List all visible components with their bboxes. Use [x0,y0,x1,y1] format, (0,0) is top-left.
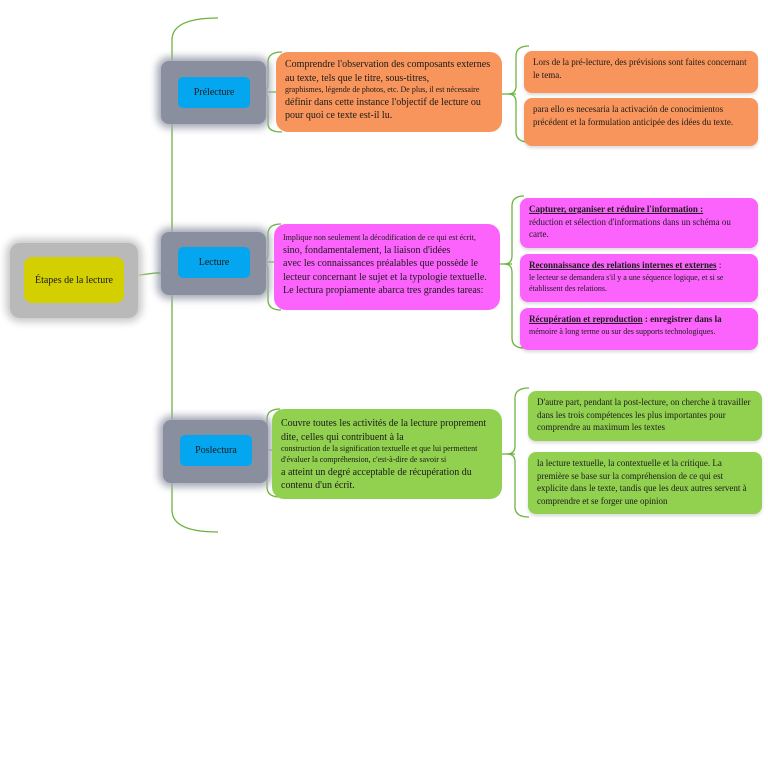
lecture-desc-line3: avec les connaissances préalables que po… [283,258,487,297]
prelecture-desc-line1: Comprendre l'observation des composants … [285,59,491,84]
stage-postlecture-label: Poslectura [195,445,237,456]
stage-prelecture-label: Prélecture [193,87,235,98]
lecture-desc-line1: Implique non seulement la décodification… [283,233,476,242]
stage-prelecture[interactable]: Prélecture [178,77,250,108]
prelecture-description[interactable]: Comprendre l'observation des composants … [276,52,502,132]
postlecture-desc-line1: Couvre toutes les activités de la lectur… [281,418,487,443]
stage-lecture-label: Lecture [198,257,230,268]
postlecture-detail-1-text: D'autre part, pendant la post-lecture, o… [537,397,751,433]
postlecture-detail-2-text: la lecture textuelle, la contextuelle et… [537,458,747,506]
prelecture-desc-line2: graphismes, légende de photos, etc. De p… [285,85,480,94]
postlecture-description[interactable]: Couvre toutes les activités de la lectur… [272,409,502,499]
lecture-detail-2-title: Reconnaissance des relations internes et… [529,260,717,270]
lecture-detail-3-title: Récupération et reproduction [529,314,643,324]
root-node[interactable]: Étapes de la lecture [24,257,124,303]
lecture-detail-1-text: réduction et sélection d'informations da… [529,216,731,240]
lecture-detail-2-text: le lecteur se demandera s'il y a une séq… [529,272,724,293]
lecture-detail-1-title: Capturer, organiser et réduire l'informa… [529,204,704,214]
lecture-detail-2[interactable]: Reconnaissance des relations internes et… [520,254,758,302]
lecture-description[interactable]: Implique non seulement la décodification… [274,224,500,310]
lecture-detail-1[interactable]: Capturer, organiser et réduire l'informa… [520,198,758,248]
lecture-detail-3-text: mémoire à long terme ou sur des supports… [529,326,716,336]
lecture-detail-2-title-suffix: : [716,260,722,270]
prelecture-detail-1-text: Lors de la pré-lecture, des prévisions s… [533,57,747,80]
postlecture-detail-1[interactable]: D'autre part, pendant la post-lecture, o… [528,391,762,441]
prelecture-desc-line3: définir dans cette instance l'objectif d… [285,96,481,122]
root-label: Étapes de la lecture [34,274,113,286]
lecture-detail-3-title-suffix: : enregistrer dans la [642,314,722,324]
stage-postlecture[interactable]: Poslectura [180,435,252,466]
stage-lecture[interactable]: Lecture [178,247,250,278]
postlecture-desc-line2: construction de la signification textuel… [281,444,478,464]
prelecture-detail-2-text: para ello es necesaria la activación de … [533,104,734,127]
postlecture-desc-line3: a atteint un degré acceptable de récupér… [281,466,472,492]
lecture-desc-line2: sino, fondamentalement, la liaison d'idé… [283,244,451,256]
lecture-detail-3[interactable]: Récupération et reproduction : enregistr… [520,308,758,350]
postlecture-detail-2[interactable]: la lecture textuelle, la contextuelle et… [528,452,762,514]
prelecture-detail-1[interactable]: Lors de la pré-lecture, des prévisions s… [524,51,758,93]
prelecture-detail-2[interactable]: para ello es necesaria la activación de … [524,98,758,146]
